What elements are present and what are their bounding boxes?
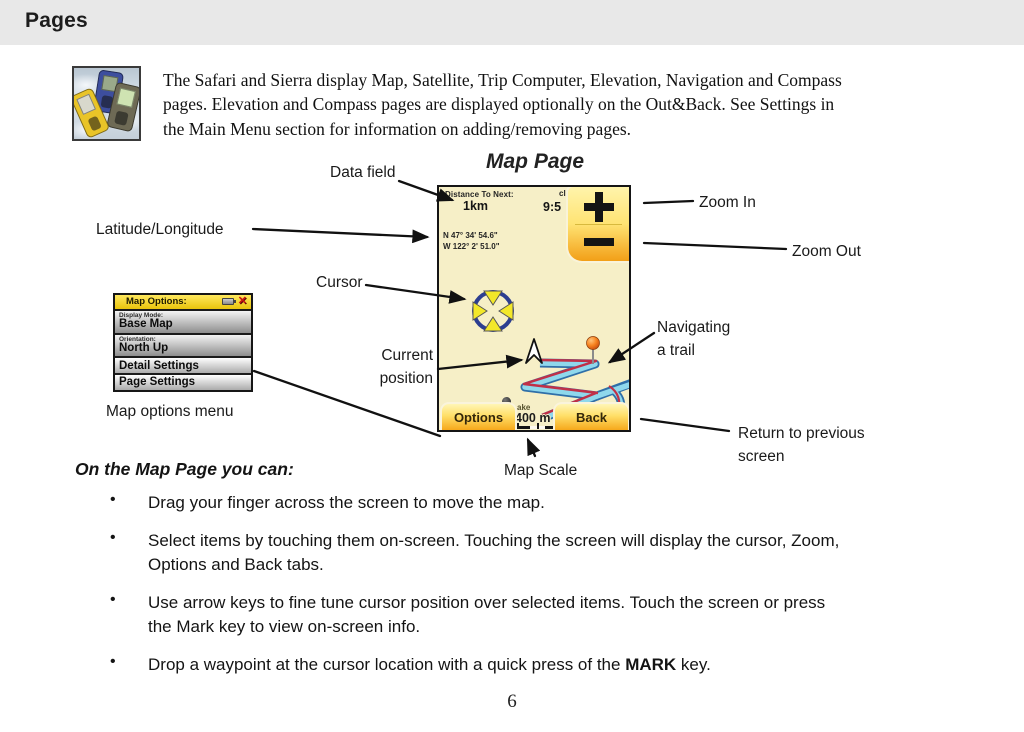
options-button-label: Options [453,409,504,425]
zoom-tab-divider [575,224,622,225]
map-options-title-bar: Map Options: ✕ [115,295,251,309]
menu-item-orientation[interactable]: Orientation: North Up [115,332,251,357]
menu-item-page-settings[interactable]: Page Settings [115,373,251,390]
line-zoom-in [642,199,695,205]
data-field-value: 1km [463,199,489,213]
menu-item-value: Detail Settings [119,359,199,372]
map-options-title: Map Options: [126,296,187,308]
plus-icon [595,192,603,222]
list-item-text: Drop a waypoint at the cursor location w… [148,653,711,678]
callout-cursor: Cursor [316,274,363,291]
menu-item-value: North Up [119,341,169,354]
back-button-label: Back [575,409,608,425]
instruction-list: • Drag your finger across the screen to … [110,491,970,690]
list-item: • Use arrow keys to fine tune cursor pos… [110,591,970,640]
zoom-out-button[interactable] [568,224,629,261]
page-number: 6 [507,691,517,712]
bullet-glyph: • [110,652,116,670]
menu-item-display-mode[interactable]: Display Mode: Base Map [115,308,251,333]
map-options-caption: Map options menu [106,403,234,420]
map-cursor [472,290,514,332]
list-item-text: Drop a waypoint at the cursor location w… [148,654,626,674]
list-item-text: key. [676,654,711,674]
list-item: • Select items by touching them on-scree… [110,529,970,578]
map-scale-value: 400 m [515,411,551,425]
section-heading: On the Map Page you can: [75,459,294,479]
waypoint-pin [586,336,600,364]
zoom-tab [566,187,629,263]
menu-item-sublabel: Display Mode: [119,311,164,319]
gps-devices-photo [72,66,141,141]
line-return-previous [639,417,731,433]
intro-paragraph: The Safari and Sierra display Map, Satel… [163,70,842,139]
back-button[interactable]: Back [553,402,629,430]
menu-item-value: Page Settings [119,376,196,389]
list-item-text: Drag your finger across the screen to mo… [148,493,545,512]
callout-zoom-in: Zoom In [699,194,756,211]
latitude-longitude-readout: N 47° 34' 54.6" W 122° 2' 51.0" [443,231,500,251]
callout-data-field: Data field [330,164,396,181]
page-header: Pages [0,0,1024,45]
minus-icon [584,238,614,246]
callout-map-scale: Map Scale [504,462,578,479]
map-options-menu: Map Options: ✕ Display Mode: Base Map Or… [113,293,253,392]
callout-return-previous: Return to previous screen [738,425,865,465]
current-position-arrow [525,338,543,364]
line-zoom-out [642,241,788,251]
menu-item-sublabel: Orientation: [119,335,156,343]
page-title: Pages [25,9,88,32]
zoom-in-button[interactable] [568,187,629,224]
map-label-fragment: ake [517,403,531,412]
line-lat-long [251,227,430,244]
map-pin-knob [502,397,511,406]
menu-item-detail-settings[interactable]: Detail Settings [115,356,251,373]
list-item-text: Use arrow keys to fine tune cursor posit… [148,592,826,637]
diagram-title: Map Page [485,150,585,173]
list-item: • Drag your finger across the screen to … [110,491,970,516]
bullet-glyph: • [110,491,116,508]
data-field-label: Distance To Next: [445,190,514,199]
line-map-scale [526,437,541,458]
callout-latitude-longitude: Latitude/Longitude [96,221,224,238]
callout-zoom-out: Zoom Out [792,243,861,260]
clock-field-label-clipped: cl [559,189,566,198]
list-item: • Drop a waypoint at the cursor location… [110,653,970,678]
gps-map-screen: Distance To Next: 1km cl 9:5 N 47° 34' 5… [437,185,631,432]
options-button[interactable]: Options [440,402,517,430]
menu-item-value: Base Map [119,317,173,330]
callout-navigating-trail: Navigating a trail [657,319,731,359]
close-icon[interactable]: ✕ [237,295,247,308]
bullet-glyph: • [110,590,116,608]
mark-key-emphasis: MARK [625,654,677,674]
callout-current-position: Current position [379,347,433,387]
clock-field-value-clipped: 9:5 [543,200,562,214]
list-item-text: Select items by touching them on-screen.… [148,530,840,575]
battery-icon [221,298,236,306]
bullet-glyph: • [110,528,116,546]
